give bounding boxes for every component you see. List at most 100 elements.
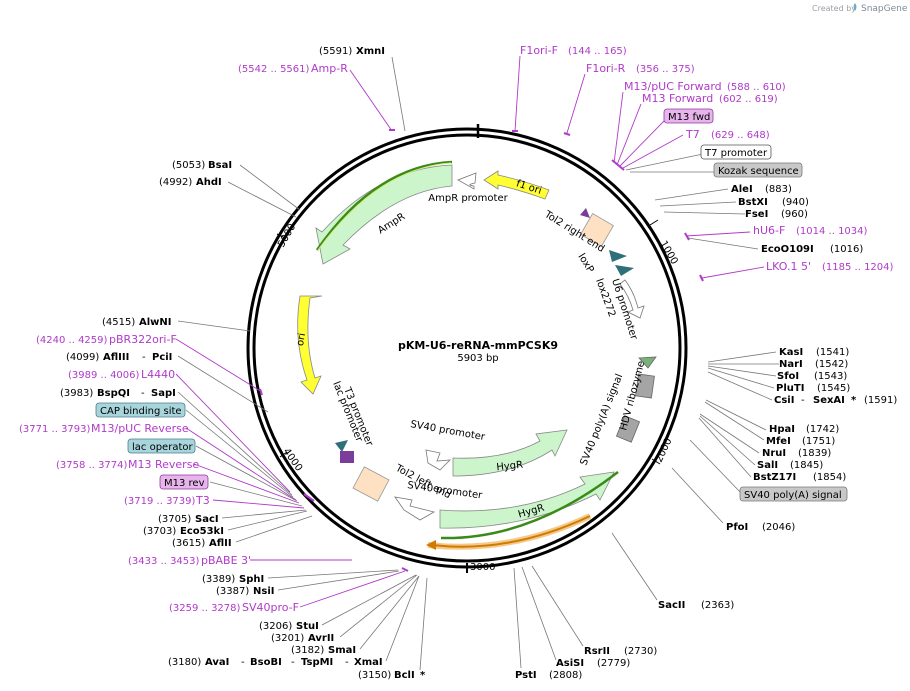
t3-pos: (3719 .. 3739) (124, 496, 196, 507)
sphi-pos: (3389) (202, 574, 235, 585)
bcli-star: * (420, 670, 426, 681)
nsii-pos: (3387) (216, 586, 249, 597)
alei-pos: (883) (765, 184, 792, 195)
tol2-right-end-marker (580, 208, 590, 218)
sv40-polya-box-label: SV40 poly(A) signal (744, 490, 842, 501)
f1ori-r-name: F1ori-R (586, 62, 626, 75)
hygr-orf-line (440, 471, 619, 540)
pluti-pos: (1545) (817, 383, 850, 394)
avrii-pos: (3201) (271, 633, 304, 644)
stui-pos: (3206) (259, 621, 292, 632)
ampr-primer-pos: (5542 .. 5561) (238, 64, 310, 75)
orf-orange-line (431, 515, 591, 548)
avai-name: AvaI (205, 657, 229, 668)
xmni-pos: (5591) (319, 46, 352, 57)
t3-name: T3 (195, 494, 210, 507)
stui-name: StuI (296, 621, 319, 632)
alei-name: AleI (731, 184, 753, 195)
bsai-pos: (5053) (172, 160, 205, 171)
ampr-orf-line (315, 160, 453, 251)
t7-promoter-box (700, 144, 772, 160)
m13-rev-box (159, 474, 209, 490)
cap-binding-box (95, 402, 186, 418)
f1ori-f-name: F1ori-F (520, 44, 558, 57)
kasi-name: KasI (779, 347, 803, 358)
nsii-name: NsiI (253, 586, 274, 597)
bstxi-pos: (940) (782, 197, 809, 208)
saci-name: SacI (195, 514, 219, 525)
kasi-pos: (1541) (816, 347, 849, 358)
created-by-label: Created by (812, 4, 856, 13)
plasmid-name: pKM-U6-reRNA-mmPCSK9 (398, 339, 558, 352)
saci-pos: (3705) (158, 514, 191, 525)
nrui-name: NruI (762, 448, 786, 459)
eco53ki-name: Eco53kI (180, 526, 224, 537)
m13-rev-box-label: M13 rev (164, 478, 205, 489)
ampr-label: AmpR (376, 211, 407, 236)
ori-label: ori (295, 332, 308, 347)
bsobi-name: BsoBI (250, 657, 282, 668)
ahdi-pos: (4992) (159, 177, 192, 188)
hygr-2-arrow (439, 471, 615, 529)
lko1-name: LKO.1 5' (766, 260, 811, 273)
right-leader-lines (513, 55, 779, 669)
mfei-pos: (1751) (802, 436, 835, 447)
m13puc-fwd-pos: (588 .. 610) (727, 82, 786, 93)
sacii-pos: (2363) (701, 600, 734, 611)
pfoi-name: PfoI (726, 522, 748, 533)
rsrii-pos: (2730) (624, 646, 657, 657)
ampr-primer-name: Amp-R (311, 62, 348, 75)
smai-name: SmaI (328, 645, 356, 656)
bstz17i-name: BstZ17I (753, 472, 796, 483)
pluti-name: PluTI (776, 383, 804, 394)
f1-ori-label: f1 ori (515, 178, 543, 197)
sv40-polya-label: SV40 poly(A) signal (579, 372, 626, 467)
pfoi-pos: (2046) (762, 522, 795, 533)
cap-binding-box-label: CAP binding site (100, 406, 182, 417)
sexai-star: * (851, 395, 857, 406)
m13puc-fwd-name: M13/pUC Forward (624, 80, 722, 93)
left-labels: (5591) XmnI (5542 .. 5561) Amp-R (5053) … (19, 46, 426, 681)
lac-operator-box (127, 438, 196, 454)
csii-dash: - (801, 395, 805, 406)
sfoi-name: SfoI (777, 371, 799, 382)
asisi-name: AsiSI (556, 658, 584, 669)
afliii2-pos: (3615) (172, 538, 205, 549)
sali-name: SalI (757, 460, 778, 471)
ampr-promoter-label: AmpR promoter (428, 193, 508, 204)
t7-promoter-box-label: T7 promoter (704, 148, 768, 159)
sexai-name: SexAI (813, 395, 845, 406)
u6-promoter-arrow (619, 279, 645, 319)
m13puc-rev-pos: (3771 .. 3793) (19, 424, 91, 435)
psti-name: PstI (515, 670, 537, 681)
alwni-pos: (4515) (102, 317, 135, 328)
sv40-promoter-1-arrow (425, 449, 452, 471)
m13-forward-pos: (602 .. 619) (719, 94, 778, 105)
xmai-name: XmaI (354, 657, 383, 668)
sacii-name: SacII (658, 600, 685, 611)
kozak-box (713, 162, 803, 178)
avrii-name: AvrII (308, 633, 334, 644)
l4440-name: L4440 (141, 368, 175, 381)
avai-dash-2: - (291, 657, 295, 668)
bspqi-dash: - (141, 388, 145, 399)
avai-pos: (3180) (168, 657, 201, 668)
csii-name: CsiI (774, 395, 794, 406)
ori-arrow (297, 295, 323, 395)
m13puc-rev-name: M13/pUC Reverse (91, 422, 189, 435)
pbabe-pos: (3433 .. 3453) (128, 556, 200, 567)
m13-forward-name: M13 Forward (642, 92, 713, 105)
afliii2-name: AflII (209, 538, 232, 549)
lko1-pos: (1185 .. 1204) (822, 262, 894, 273)
ecoo109i-pos: (1016) (830, 244, 863, 255)
hdv-ribozyme-marker (638, 356, 657, 369)
lac-promoter-marker (340, 451, 354, 463)
backbone-inner (252, 133, 682, 563)
sv40-polya-box (739, 486, 848, 502)
sv40-promoter-2-arrow (394, 496, 436, 521)
loxp-arrow (609, 250, 627, 262)
xmni-name: XmnI (356, 46, 385, 57)
primer-tick-marks (259, 129, 704, 572)
right-labels: F1ori-F (144 .. 165) F1ori-R (356 .. 375… (515, 44, 897, 681)
